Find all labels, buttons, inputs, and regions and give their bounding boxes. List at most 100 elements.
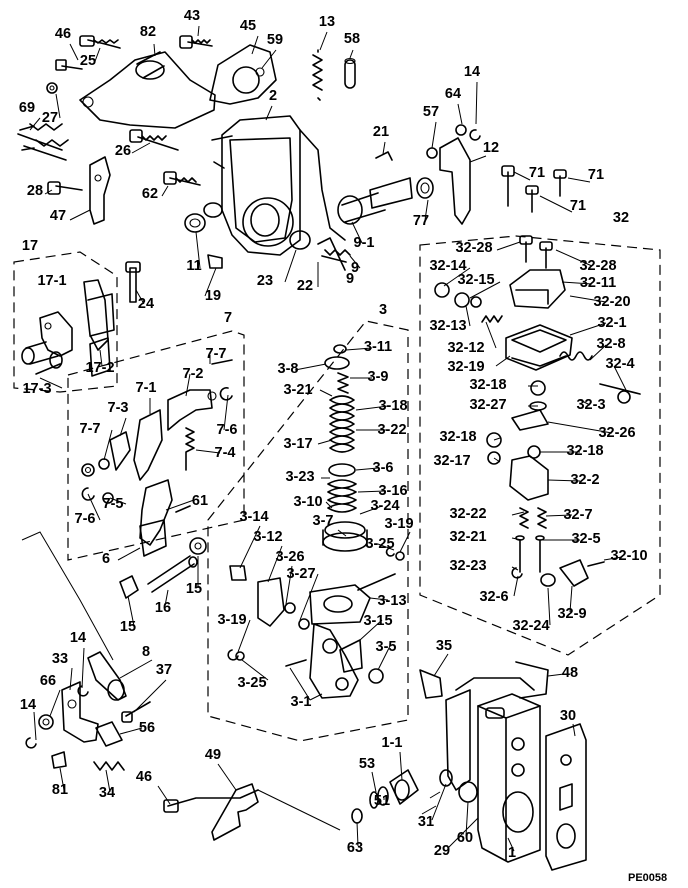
part-label: 3-13 — [377, 593, 406, 609]
part-label: 32-9 — [557, 606, 586, 622]
part-label: 15 — [120, 619, 136, 635]
part-label: 32-18 — [439, 429, 476, 445]
part-label: 32-7 — [563, 507, 592, 523]
part-label: 32-4 — [605, 356, 634, 372]
part-label: 14 — [464, 64, 480, 80]
part-label: 82 — [140, 24, 156, 40]
part-label: 16 — [155, 600, 171, 616]
part-label: 15 — [186, 581, 202, 597]
inlet-fittings — [351, 769, 419, 824]
part-label: 47 — [50, 208, 66, 224]
part-label: 32-21 — [449, 529, 486, 545]
part-label: 3-27 — [286, 566, 315, 582]
part-label: 14 — [20, 697, 36, 713]
part-label: 3-12 — [253, 529, 282, 545]
parts-group-7 — [81, 359, 233, 599]
part-label: 77 — [413, 213, 429, 229]
part-label: 3-8 — [278, 361, 299, 377]
part-label: 3-25 — [365, 536, 394, 552]
part-label: 32-1 — [597, 315, 626, 331]
part-label: 29 — [434, 843, 450, 859]
part-label: 58 — [344, 31, 360, 47]
part-label: 32-19 — [447, 359, 484, 375]
part-label: 71 — [588, 167, 604, 183]
part-label: 32-18 — [469, 377, 506, 393]
part-label: 69 — [19, 100, 35, 116]
part-label: 81 — [52, 782, 68, 798]
governor-housing — [184, 115, 481, 271]
part-label: 9 — [346, 271, 354, 287]
part-label: 7-7 — [206, 346, 227, 362]
part-label: 46 — [136, 769, 152, 785]
part-label: 11 — [186, 258, 201, 274]
part-label: 32-24 — [512, 618, 549, 634]
part-label: 9-1 — [354, 235, 375, 251]
part-label: 3-22 — [377, 422, 406, 438]
part-label: 32-28 — [455, 240, 492, 256]
part-label: 32-13 — [429, 318, 466, 334]
parts-lower-left — [25, 651, 341, 841]
part-label: 3-16 — [378, 483, 407, 499]
part-label: 3-19 — [217, 612, 246, 628]
part-label: 7-7 — [80, 421, 101, 437]
part-label: 1 — [508, 845, 516, 861]
parts-upper-left — [17, 35, 356, 225]
part-label: 61 — [192, 493, 208, 509]
part-label: 57 — [423, 104, 439, 120]
part-label: 32-14 — [429, 258, 466, 274]
part-label: 63 — [347, 840, 363, 856]
part-label: 32-2 — [570, 472, 599, 488]
part-label: 45 — [240, 18, 256, 34]
part-label: 32 — [613, 210, 629, 226]
part-label: 32-8 — [596, 336, 625, 352]
part-label: 60 — [457, 830, 473, 846]
part-label: 49 — [205, 747, 221, 763]
part-label: 71 — [529, 165, 545, 181]
part-label: 32-23 — [449, 558, 486, 574]
part-label: 17-1 — [37, 273, 66, 289]
part-label: 35 — [436, 638, 452, 654]
part-label: 64 — [445, 86, 461, 102]
group-17-boundary — [13, 251, 118, 393]
part-label: 43 — [184, 8, 200, 24]
pump-body — [419, 661, 587, 871]
part-label: 3-11 — [364, 339, 392, 355]
part-label: 7-4 — [215, 445, 236, 461]
part-label: 7-1 — [136, 380, 157, 396]
part-label: 21 — [373, 124, 389, 140]
part-label: 7-3 — [108, 400, 129, 416]
part-label: 22 — [297, 278, 313, 294]
part-label: 32-26 — [598, 425, 635, 441]
part-label: 32-27 — [469, 397, 506, 413]
group-7-boundary — [67, 330, 245, 561]
part-label: 7-6 — [75, 511, 96, 527]
part-label: 9 — [351, 260, 359, 276]
parts-group-3 — [227, 344, 405, 699]
part-label: 7-6 — [217, 422, 238, 438]
part-label: 3-1 — [291, 694, 312, 710]
part-label: 3-7 — [313, 513, 334, 529]
part-label: 25 — [80, 53, 96, 69]
part-label: 7-2 — [183, 366, 204, 382]
part-label: 46 — [55, 26, 71, 42]
part-label: 3-10 — [293, 494, 322, 510]
part-label: 17 — [22, 238, 38, 254]
group-7-link-line — [21, 531, 114, 661]
part-label: 56 — [139, 720, 155, 736]
part-label: 30 — [560, 708, 576, 724]
part-label: 32-12 — [447, 340, 484, 356]
part-label: 24 — [138, 296, 154, 312]
part-label: 3-21 — [283, 382, 312, 398]
part-label: 3-15 — [363, 613, 392, 629]
part-label: 32-10 — [610, 548, 647, 564]
part-label: 51 — [374, 793, 390, 809]
part-label: 32-28 — [579, 258, 616, 274]
part-label: 17-3 — [22, 381, 51, 397]
part-label: 32-22 — [449, 506, 486, 522]
part-label: 12 — [483, 140, 499, 156]
part-label: 23 — [257, 273, 273, 289]
part-label: 6 — [102, 551, 110, 567]
part-label: 27 — [42, 110, 58, 126]
